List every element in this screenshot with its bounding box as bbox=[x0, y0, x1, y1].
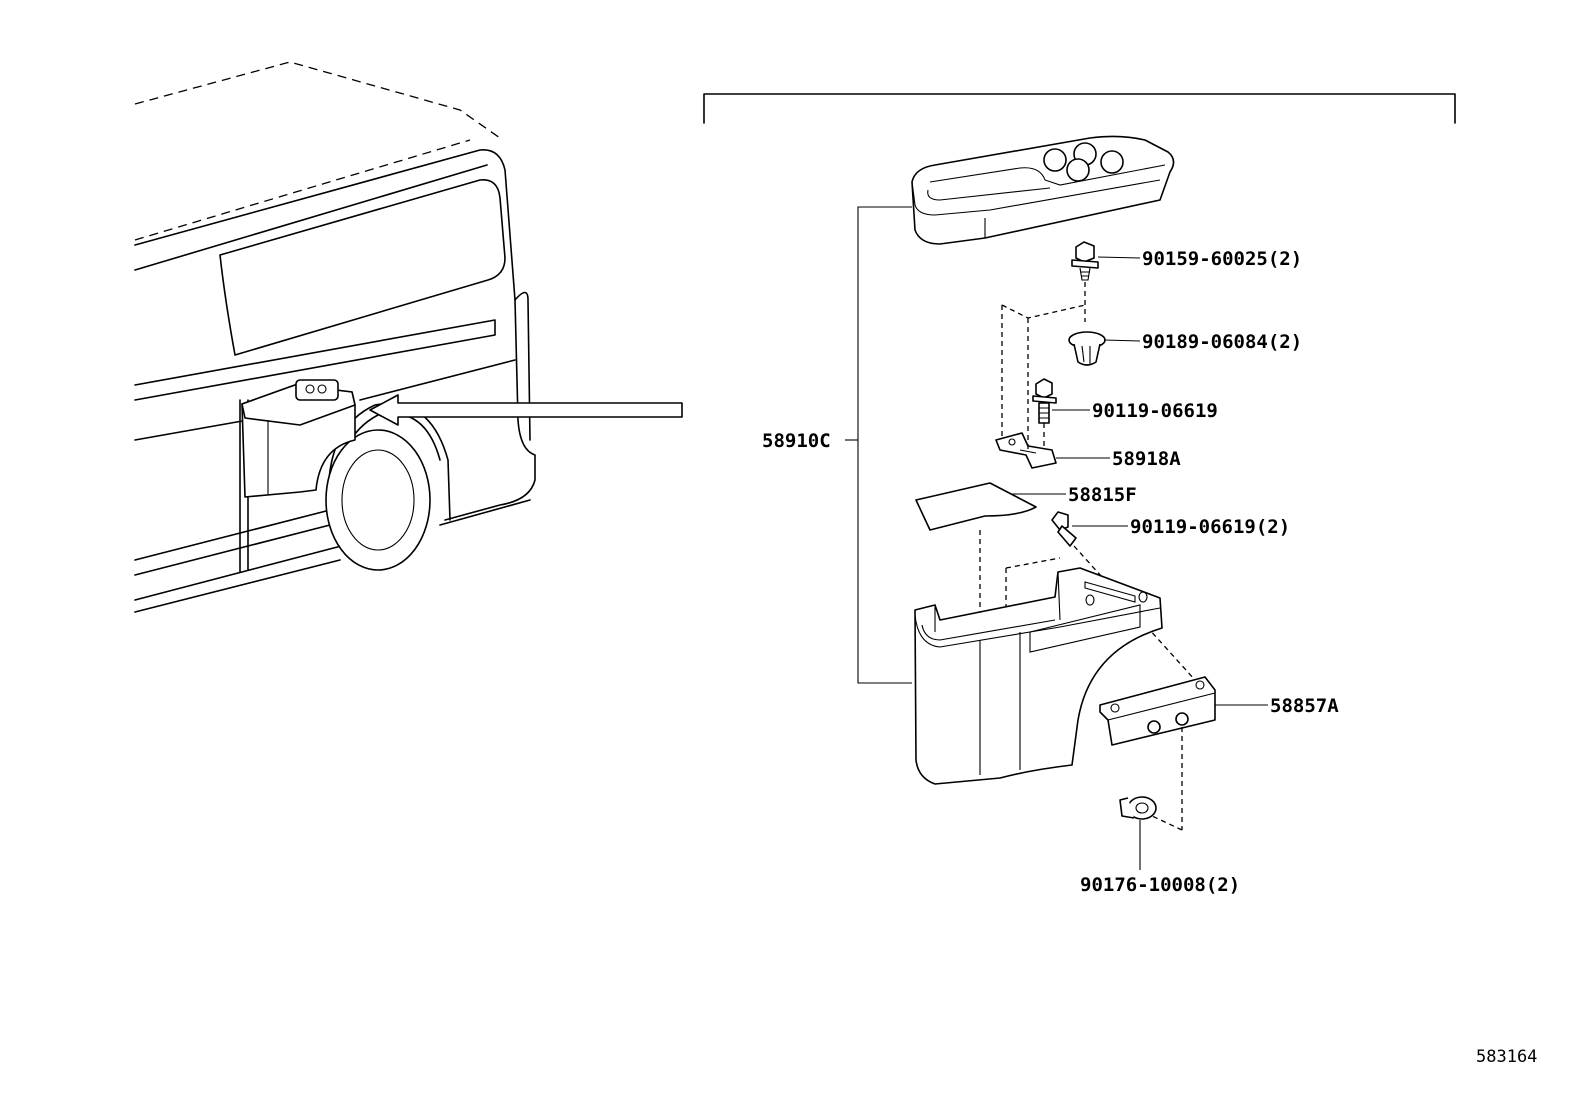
callout-58815: 58815F bbox=[1068, 484, 1137, 506]
callout-58910: 58910C bbox=[762, 430, 831, 452]
plate-58857-icon bbox=[1099, 676, 1216, 746]
screw-90119-lower-icon bbox=[1051, 511, 1077, 547]
storage-box-body bbox=[914, 567, 1163, 785]
screw-90159-icon bbox=[1071, 241, 1099, 281]
clip-90176-icon bbox=[1119, 796, 1157, 820]
callout-58918: 58918A bbox=[1112, 448, 1181, 470]
assembly-58910-bracket bbox=[857, 206, 912, 684]
callout-90176: 90176-10008(2) bbox=[1080, 874, 1240, 896]
drawing-number: 583164 bbox=[1476, 1047, 1537, 1067]
bolt-90119-icon bbox=[1032, 378, 1057, 424]
assembly-bracket bbox=[703, 93, 1456, 124]
clip-90189-icon bbox=[1068, 331, 1106, 366]
callout-90119-upper: 90119-06619 bbox=[1092, 400, 1218, 422]
mat-58815-icon bbox=[915, 482, 1037, 531]
box-lid bbox=[911, 135, 1175, 245]
callout-58857: 58857A bbox=[1270, 695, 1339, 717]
callout-90159: 90159-60025(2) bbox=[1142, 248, 1302, 270]
callout-90189: 90189-06084(2) bbox=[1142, 331, 1302, 353]
bracket-58918-icon bbox=[995, 432, 1057, 469]
van-illustration bbox=[134, 61, 683, 613]
callout-90119-lower: 90119-06619(2) bbox=[1130, 516, 1290, 538]
